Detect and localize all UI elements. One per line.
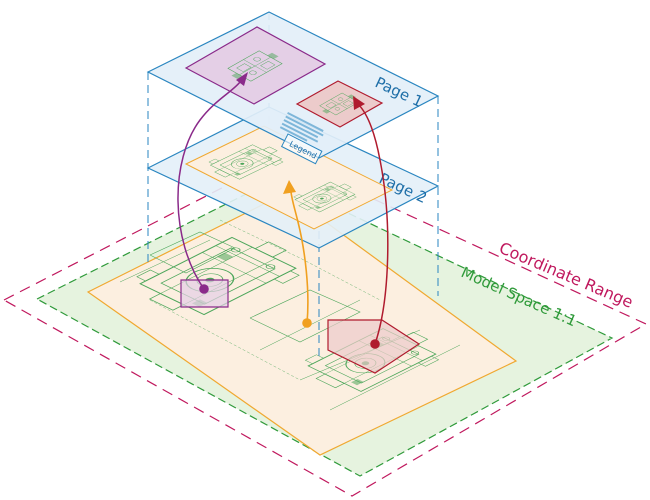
dot-icon — [199, 284, 209, 294]
projection-guides-upper — [147, 72, 439, 186]
dot-icon — [302, 318, 312, 328]
page-2-drawing-border — [184, 125, 394, 230]
page-1: Legend Page 1 — [146, 11, 440, 165]
arrow-purple — [177, 72, 248, 290]
arrow-orange — [283, 180, 309, 324]
coordinate-range-outline — [2, 156, 648, 497]
dot-icon — [370, 339, 380, 349]
page-1-viewport-purple — [184, 26, 327, 105]
page-2: Page 2 — [146, 106, 440, 249]
model-drawing-border — [86, 192, 518, 456]
arrow-red — [353, 96, 389, 345]
page-1-notes — [279, 112, 324, 143]
page-1-viewport-red — [295, 80, 384, 128]
